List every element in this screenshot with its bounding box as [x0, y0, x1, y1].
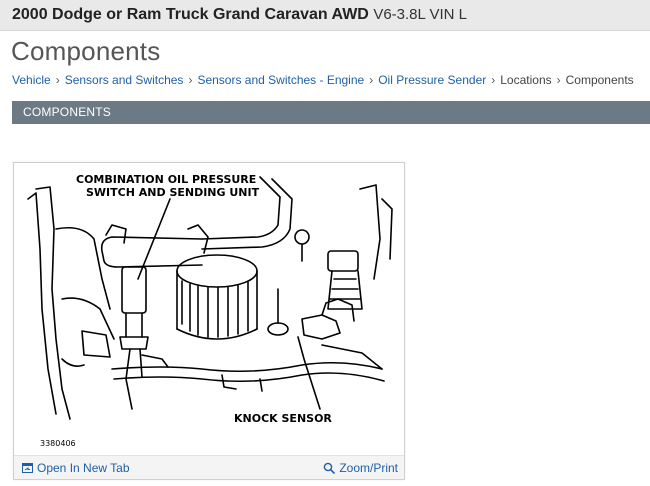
breadcrumb-current: Components	[565, 73, 634, 87]
chevron-right-icon: ›	[491, 73, 496, 87]
chevron-right-icon: ›	[55, 73, 60, 87]
open-in-new-tab-label: Open In New Tab	[37, 461, 130, 475]
figure-card: COMBINATION OIL PRESSURE SWITCH AND SEND…	[13, 162, 405, 480]
breadcrumb-sensors-switches[interactable]: Sensors and Switches	[64, 73, 184, 87]
chevron-right-icon: ›	[556, 73, 561, 87]
callout-knock-sensor: KNOCK SENSOR	[234, 412, 332, 425]
figure-footer: Open In New Tab Zoom/Print	[14, 455, 404, 479]
chevron-right-icon: ›	[188, 73, 193, 87]
top-bar: 2000 Dodge or Ram Truck Grand Caravan AW…	[0, 0, 650, 31]
section-title: COMPONENTS	[23, 105, 112, 119]
chevron-right-icon: ›	[369, 73, 374, 87]
callout-oil-pressure-line2: SWITCH AND SENDING UNIT	[86, 186, 260, 199]
breadcrumb-sensors-switches-engine[interactable]: Sensors and Switches - Engine	[197, 73, 365, 87]
callout-oil-pressure-line1: COMBINATION OIL PRESSURE	[76, 173, 256, 186]
breadcrumb-oil-pressure-sender[interactable]: Oil Pressure Sender	[378, 73, 487, 87]
zoom-print-button[interactable]: Zoom/Print	[323, 461, 398, 475]
open-in-new-tab-button[interactable]: Open In New Tab	[22, 461, 130, 475]
engine-spec: V6-3.8L VIN L	[373, 6, 467, 23]
page-title: Components	[11, 36, 161, 66]
vehicle-title: 2000 Dodge or Ram Truck Grand Caravan AW…	[12, 6, 467, 24]
figure-id: 3380406	[40, 439, 76, 448]
zoom-print-label: Zoom/Print	[339, 461, 398, 475]
breadcrumb-vehicle[interactable]: Vehicle	[12, 73, 51, 87]
section-header: COMPONENTS	[12, 101, 650, 124]
vehicle-name: 2000 Dodge or Ram Truck Grand Caravan AW…	[12, 6, 369, 23]
breadcrumb: Vehicle › Sensors and Switches › Sensors…	[12, 73, 634, 87]
magnifier-icon	[324, 462, 336, 474]
external-window-icon	[22, 463, 33, 473]
engine-components-diagram[interactable]: COMBINATION OIL PRESSURE SWITCH AND SEND…	[22, 169, 398, 455]
breadcrumb-locations: Locations	[500, 73, 552, 87]
